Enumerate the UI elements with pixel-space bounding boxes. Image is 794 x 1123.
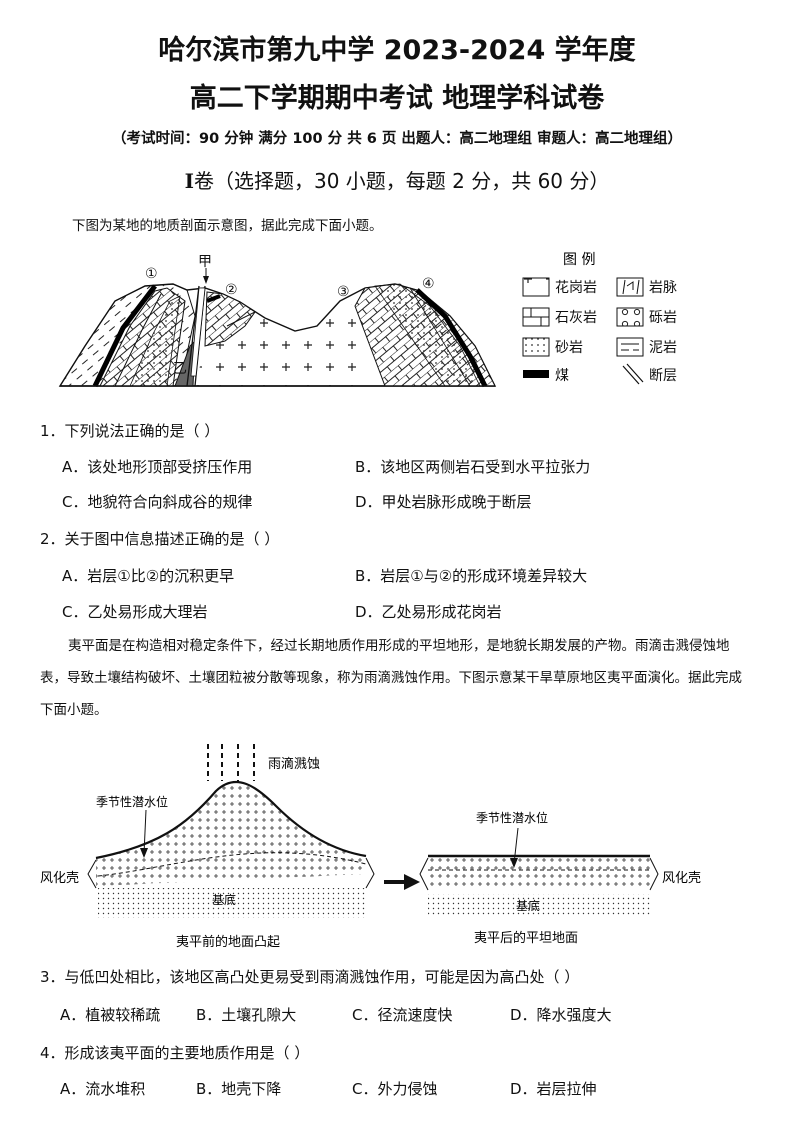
caption-right: 夷平后的平坦地面 — [474, 930, 578, 946]
marker-2: ② — [225, 282, 238, 298]
q2-option-c[interactable]: C．乙处易形成大理岩 — [62, 603, 208, 621]
q4-option-c[interactable]: C．外力侵蚀 — [352, 1080, 438, 1098]
q1-option-a[interactable]: A．该处地形顶部受挤压作用 — [62, 458, 253, 476]
q1-option-c[interactable]: C．地貌符合向斜成谷的规律 — [62, 493, 253, 511]
section-heading: Ⅰ卷（选择题，30 小题，每题 2 分，共 60 分） — [0, 165, 794, 194]
water-table-label-left: 季节性潜水位 — [96, 794, 168, 809]
exam-title: 高二下学期期中考试 地理学科试卷 — [189, 83, 605, 114]
coal-swatch — [523, 370, 549, 378]
caption-left: 夷平前的地面凸起 — [176, 934, 280, 950]
fault-swatch — [622, 363, 644, 385]
exam-info: （考试时间：90 分钟 满分 100 分 共 6 页 出题人：高二地理组 审题人… — [112, 131, 682, 147]
section-title: 卷（选择题，30 小题，每题 2 分，共 60 分） — [193, 169, 610, 193]
section-roman: Ⅰ — [184, 169, 194, 193]
marker-yi: 乙 — [173, 361, 187, 377]
question-2-stem: 2．关于图中信息描述正确的是（ ） — [40, 530, 280, 548]
q4-option-d[interactable]: D．岩层拉伸 — [510, 1080, 597, 1098]
legend-fault: 断层 — [649, 368, 677, 384]
q3-option-c[interactable]: C．径流速度快 — [352, 1006, 453, 1024]
arrow-icon — [404, 874, 420, 890]
base-label-right: 基底 — [516, 898, 540, 913]
intro-figure2: 夷平面是在构造相对稳定条件下，经过长期地质作用形成的平坦地形，是地貌长期发展的产… — [40, 638, 742, 718]
legend-title: 图 例 — [563, 252, 595, 268]
marker-4: ④ — [422, 276, 435, 292]
q2-option-d[interactable]: D．乙处易形成花岗岩 — [355, 603, 502, 621]
marker-3: ③ — [337, 284, 350, 300]
question-1-stem: 1．下列说法正确的是（ ） — [40, 422, 220, 440]
marker-jia: 甲 — [198, 254, 212, 270]
base-label-left: 基底 — [212, 892, 236, 907]
q3-option-a[interactable]: A．植被较稀疏 — [60, 1006, 161, 1024]
legend-coal: 煤 — [555, 368, 569, 384]
intro-figure1: 下图为某地的地质剖面示意图，据此完成下面小题。 — [72, 218, 383, 234]
q2-option-b[interactable]: B．岩层①与②的形成环境差异较大 — [355, 567, 588, 585]
question-3-stem: 3．与低凹处相比，该地区高凸处更易受到雨滴溅蚀作用，可能是因为高凸处（ ） — [40, 968, 580, 986]
water-table-label-right: 季节性潜水位 — [476, 810, 548, 825]
legend-sandstone: 砂岩 — [555, 340, 583, 356]
planation-surface-figure: 雨滴溅蚀 风化壳 季节性潜水位 基底 夷平前的地面凸起 风化壳 季节性潜水位 基… — [40, 744, 701, 950]
question-4-stem: 4．形成该夷平面的主要地质作用是（ ） — [40, 1044, 310, 1062]
q4-option-b[interactable]: B．地壳下降 — [196, 1080, 282, 1098]
q4-option-a[interactable]: A．流水堆积 — [60, 1080, 146, 1098]
q2-option-a[interactable]: A．岩层①比②的沉积更早 — [62, 567, 235, 585]
crust-label-left: 风化壳 — [40, 871, 79, 886]
marker-1: ① — [145, 266, 158, 282]
rain-label: 雨滴溅蚀 — [268, 756, 320, 772]
q1-option-b[interactable]: B．该地区两侧岩石受到水平拉张力 — [355, 458, 591, 476]
q1-option-d[interactable]: D．甲处岩脉形成晚于断层 — [355, 493, 532, 511]
granite-swatch — [522, 277, 550, 297]
sandstone-swatch — [522, 337, 550, 357]
q3-option-d[interactable]: D．降水强度大 — [510, 1006, 612, 1024]
legend-conglomerate: 砾岩 — [649, 310, 677, 326]
legend-limestone: 石灰岩 — [555, 310, 597, 326]
legend-dike: 岩脉 — [649, 280, 677, 296]
geologic-section-figure: ① 甲 ② ③ ④ 乙 图 例 花岗岩 岩脉 石灰岩 砾岩 砂岩 泥岩 煤 断层 — [58, 252, 677, 388]
q3-option-b[interactable]: B．土壤孔隙大 — [196, 1006, 297, 1024]
school-title: 哈尔滨市第九中学 2023-2024 学年度 — [158, 35, 636, 66]
legend-mudstone: 泥岩 — [649, 340, 677, 356]
mudstone-swatch — [616, 337, 644, 357]
crust-label-right: 风化壳 — [662, 871, 701, 886]
conglomerate-swatch — [616, 307, 644, 327]
legend-granite: 花岗岩 — [555, 280, 597, 296]
